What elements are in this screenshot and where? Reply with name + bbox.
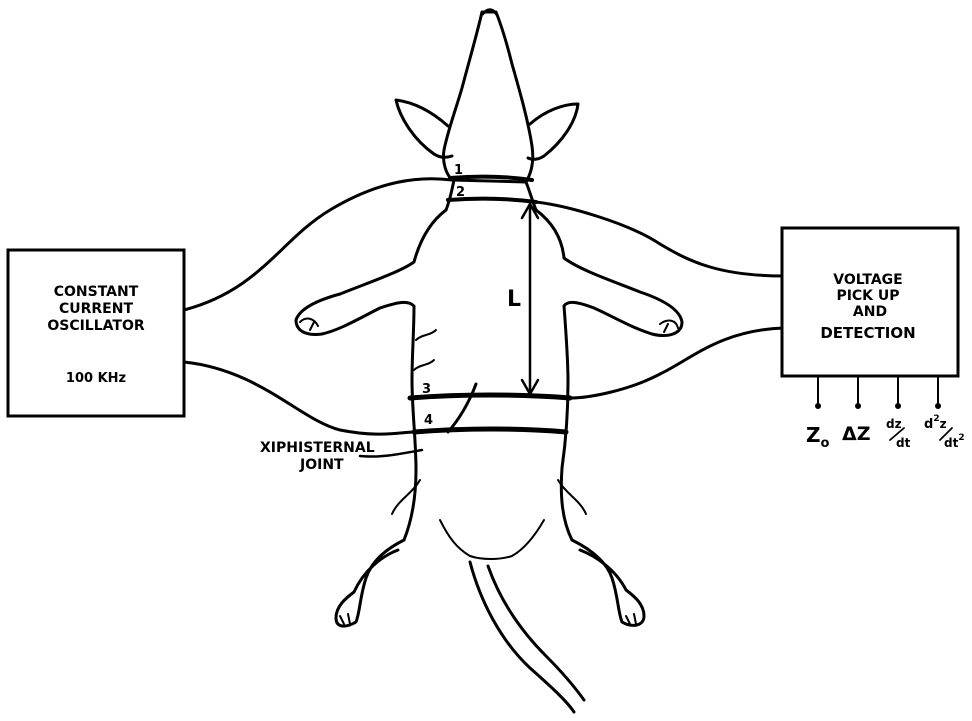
oscillator-line3: OSCILLATOR [47, 318, 145, 334]
output-z0-label: Zo [806, 423, 830, 451]
detector-line1: VOLTAGE [833, 272, 902, 288]
wire-osc-bottom [184, 362, 414, 434]
xiphisternal-label-line1: XIPHISTERNAL [260, 440, 375, 456]
electrode-2-label: 2 [456, 185, 465, 200]
dog-hindquarters-right [572, 540, 644, 625]
dog-paw-front-left [300, 319, 318, 330]
dog-fur-chest [414, 330, 436, 370]
electrode-1-label: 1 [454, 163, 463, 178]
dog-head [443, 12, 532, 182]
wire-osc-bottom-extension [448, 384, 476, 432]
output-dzdt-label: dz dt [886, 417, 911, 450]
distance-arrow [522, 204, 538, 394]
dog-hindquarters-left [336, 540, 404, 626]
oscillator-line2: CURRENT [59, 301, 133, 317]
distance-label: L [507, 287, 521, 312]
detector-line2: PICK UP [836, 288, 899, 304]
electrode-bands [410, 177, 570, 432]
electrode-3-label: 3 [422, 382, 431, 397]
output-dz-label: ΔZ [842, 423, 870, 445]
dog-paw-hind-right [626, 614, 636, 624]
dog-illustration [296, 10, 682, 713]
wire-osc-top [184, 179, 452, 310]
detector-line4: DETECTION [820, 324, 915, 342]
terminal-dzdt [895, 403, 901, 409]
dog-paw-front-right [660, 321, 678, 332]
dog-paw-hind-left [340, 614, 350, 624]
detector-line3: AND [853, 304, 887, 320]
oscillator-line1: CONSTANT [54, 284, 139, 300]
svg-text:dt2: dt2 [944, 433, 965, 450]
detector-box: VOLTAGE PICK UP AND DETECTION [782, 228, 958, 376]
chest-band-upper [410, 395, 570, 398]
output-d2zdt2-label: d2z dt2 [924, 414, 965, 450]
terminal-d2zdt2 [935, 403, 941, 409]
dog-ear-right [528, 104, 578, 159]
dog-tail [470, 562, 584, 712]
xiphisternal-label-line2: JOINT [299, 457, 344, 473]
oscillator-frequency: 100 KHz [66, 371, 126, 386]
svg-text:dt: dt [896, 436, 911, 450]
output-terminals [815, 376, 941, 409]
chest-band-lower [414, 429, 566, 432]
electrode-4-label: 4 [424, 413, 433, 428]
dog-torso-left [296, 210, 446, 540]
wire-det-bottom [570, 328, 784, 398]
svg-text:dz: dz [886, 417, 902, 431]
terminal-dz [855, 403, 861, 409]
oscillator-box: CONSTANT CURRENT OSCILLATOR 100 KHz [8, 250, 184, 416]
dog-fur-hips [392, 480, 586, 559]
svg-text:d2z: d2z [924, 414, 947, 432]
terminal-z0 [815, 403, 821, 409]
